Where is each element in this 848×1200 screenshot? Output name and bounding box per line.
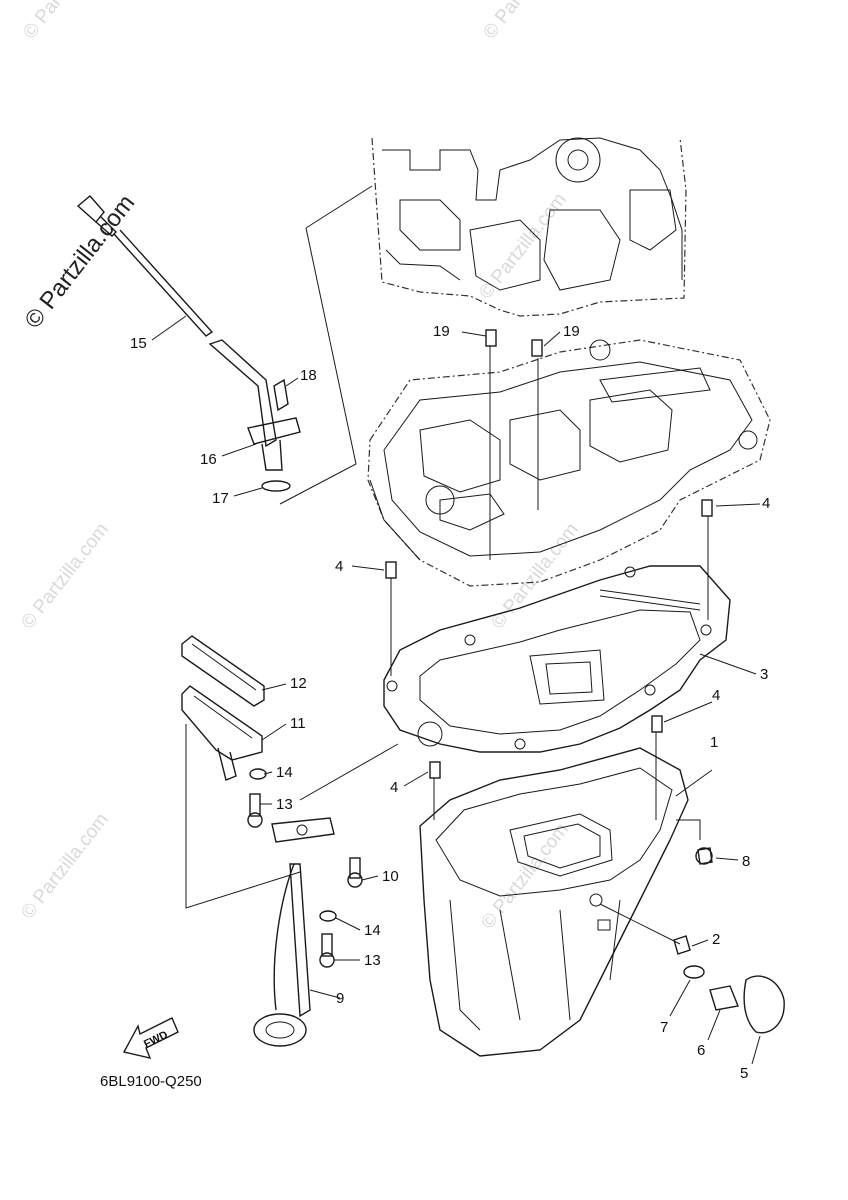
callout-14: 14: [276, 764, 293, 781]
callout-11: 11: [290, 715, 306, 732]
callout-2: 2: [712, 931, 720, 948]
callout-3: 3: [760, 666, 768, 683]
callout-14: 14: [364, 922, 381, 939]
callout-5: 5: [740, 1065, 748, 1082]
callout-16: 16: [200, 451, 217, 468]
alignment-lines: [185, 185, 709, 945]
callout-19: 19: [563, 323, 580, 340]
callout-4: 4: [762, 495, 770, 512]
callout-13: 13: [364, 952, 381, 969]
watermark-faint: © Partzilla.com: [477, 819, 572, 933]
watermark-faint: © Partzilla.com: [17, 519, 112, 633]
callout-19: 19: [433, 323, 450, 340]
gasket-3: [383, 565, 731, 753]
callout-10: 10: [382, 868, 399, 885]
watermark-faint: © Partzilla.com: [479, 0, 574, 43]
watermark-faint: © Partzilla.com: [487, 519, 582, 633]
callout-4: 4: [335, 558, 343, 575]
callout-8: 8: [742, 853, 750, 870]
fwd-label: FWD: [142, 1029, 170, 1051]
cylinder-block-phantom: [371, 137, 687, 317]
watermark-main: © Partzilla.com: [19, 190, 140, 334]
callout-4: 4: [390, 779, 398, 796]
callout-9: 9: [336, 990, 344, 1007]
crankcase-phantom: [367, 339, 771, 587]
callout-leaders: [151, 315, 761, 1065]
fwd-arrow-icon: FWD: [122, 1017, 179, 1059]
dipstick-assembly: [76, 195, 301, 492]
callout-18: 18: [300, 367, 317, 384]
diagram-code: 6BL9100-Q250: [100, 1073, 202, 1090]
oil-strainer-9: [253, 817, 335, 1047]
strainer-gaskets: [181, 635, 265, 781]
callout-1: 1: [710, 734, 718, 751]
oil-pan-1: [419, 747, 689, 1057]
callout-12: 12: [290, 675, 307, 692]
watermark-faint: © Partzilla.com: [475, 189, 570, 303]
fasteners: [247, 329, 785, 1034]
callout-15: 15: [130, 335, 147, 352]
callout-labels: 19 19 4 4 3 4 1 4 8 2 7 6 5 10 9 12 11 1…: [130, 323, 770, 1082]
watermark-faint: © Partzilla.com: [17, 809, 112, 923]
callout-7: 7: [660, 1019, 668, 1036]
callout-4: 4: [712, 687, 720, 704]
callout-17: 17: [212, 490, 229, 507]
watermark-faint: © Partzilla.com: [19, 0, 114, 43]
callout-6: 6: [697, 1042, 705, 1059]
watermark-faint-group: © Partzilla.com © Partzilla.com © Partzi…: [17, 0, 582, 933]
callout-13: 13: [276, 796, 293, 813]
